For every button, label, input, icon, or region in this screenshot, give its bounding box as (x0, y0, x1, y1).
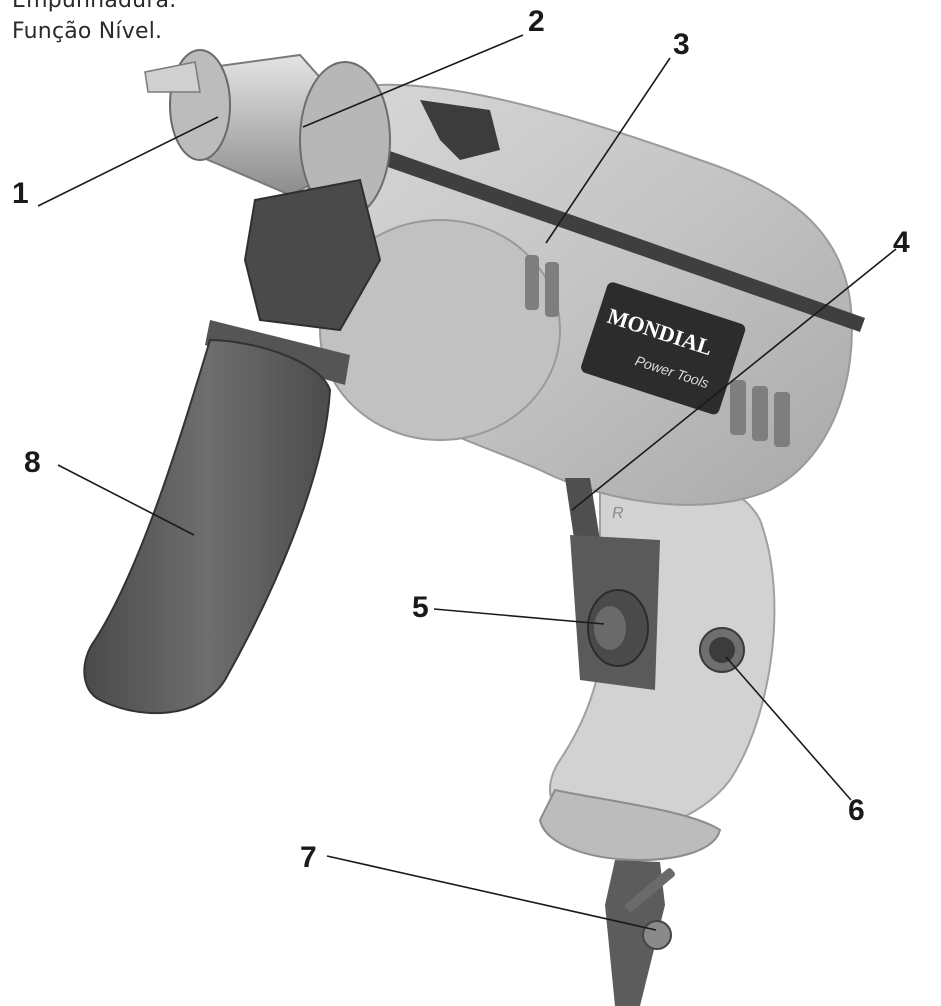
leader-line-4 (571, 248, 897, 511)
side-handle (83, 338, 332, 715)
callout-2: 2 (528, 5, 545, 38)
leader-line-6 (725, 656, 852, 801)
leader-line-5 (433, 608, 605, 625)
callout-6: 6 (848, 794, 865, 827)
leader-line-1 (37, 116, 219, 207)
chuck (144, 49, 391, 219)
leader-lines (37, 34, 897, 931)
handle-collar (243, 178, 382, 332)
header-line-2: Função Nível. (12, 19, 163, 44)
leader-line-3 (545, 57, 671, 244)
leader-line-8 (57, 464, 195, 536)
speed-dial (587, 589, 649, 667)
leader-line-2 (302, 34, 524, 128)
depth-gauge-rod (325, 130, 865, 332)
air-vents (525, 255, 790, 447)
callout-7: 7 (300, 841, 317, 874)
callout-1: 1 (12, 177, 29, 210)
header-line-1: Empunhadura. (12, 0, 177, 13)
callout-4: 4 (893, 226, 910, 259)
depth-stop (420, 100, 500, 160)
gear-housing (319, 219, 561, 441)
callout-5: 5 (412, 591, 429, 624)
callout-8: 8 (24, 446, 41, 479)
leader-line-7 (326, 855, 657, 931)
lock-button (699, 627, 745, 673)
rotation-mark: R (612, 505, 624, 522)
brand-plate: MONDIAL Power Tools (581, 282, 746, 415)
handle-base (538, 788, 722, 862)
callout-3: 3 (673, 28, 690, 61)
